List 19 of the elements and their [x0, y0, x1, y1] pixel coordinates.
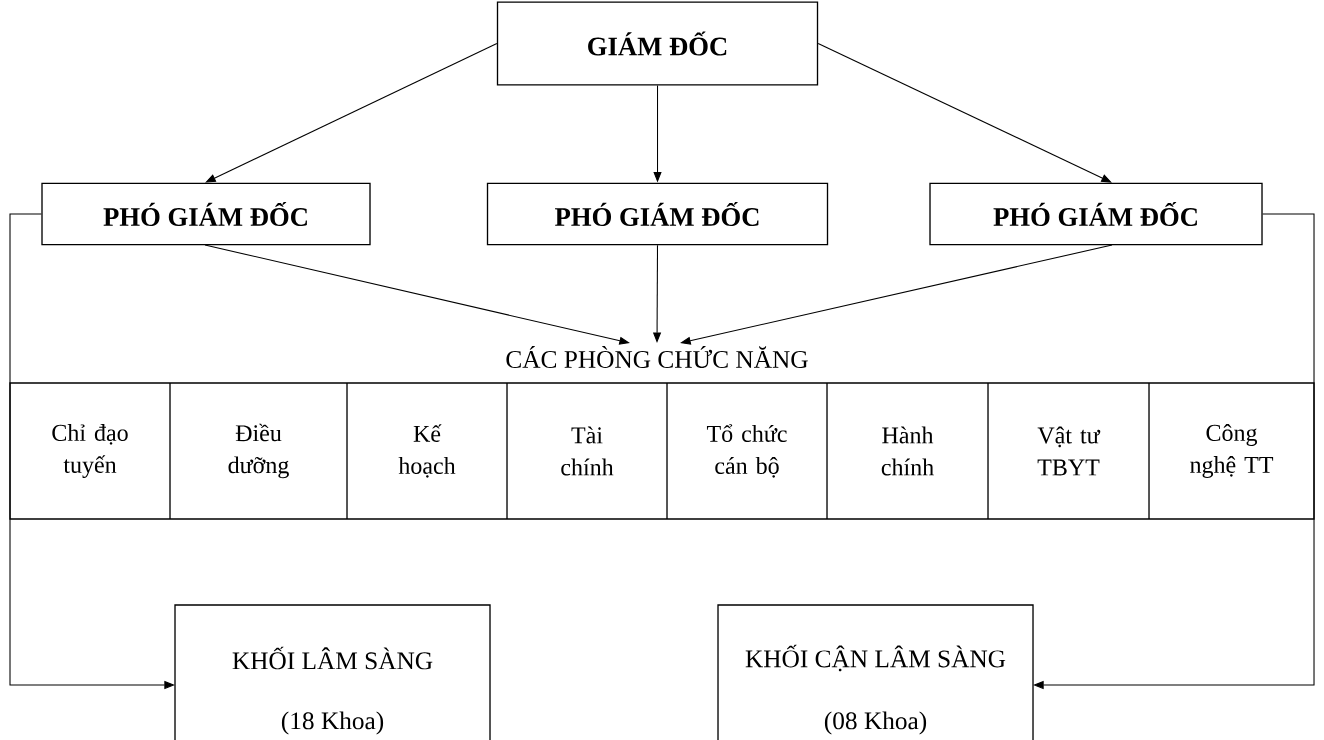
arrow [204, 244, 630, 345]
director-box: GIÁM ĐỐC [496, 1, 819, 86]
department-cell: Công nghệ TT [1148, 382, 1274, 520]
department-cell: Vật tư TBYT [987, 382, 1101, 520]
deputy-box: PHÓ GIÁM ĐỐC [41, 182, 371, 246]
department-cell: Hành chính [826, 382, 934, 520]
block-box: KHỐI LÂM SÀNG (18 Khoa) [174, 604, 491, 740]
arrow [680, 244, 1113, 345]
arrow [817, 42, 1112, 183]
deputy-box: PHÓ GIÁM ĐỐC [486, 182, 829, 246]
department-cell: Tài chính [506, 382, 614, 520]
department-cell: Chỉ đạo tuyến [52, 424, 128, 478]
department-cell: Điều dưỡng [169, 382, 289, 520]
block-box: KHỐI CẬN LÂM SÀNG (08 Khoa) [717, 604, 1034, 740]
department-cell: Kế hoạch [346, 382, 456, 520]
arrow [205, 42, 498, 183]
section-heading: CÁC PHÒNG CHỨC NĂNG [506, 346, 808, 368]
department-cell: Tổ chức cán bộ [666, 382, 787, 520]
deputy-box: PHÓ GIÁM ĐỐC [929, 182, 1263, 246]
